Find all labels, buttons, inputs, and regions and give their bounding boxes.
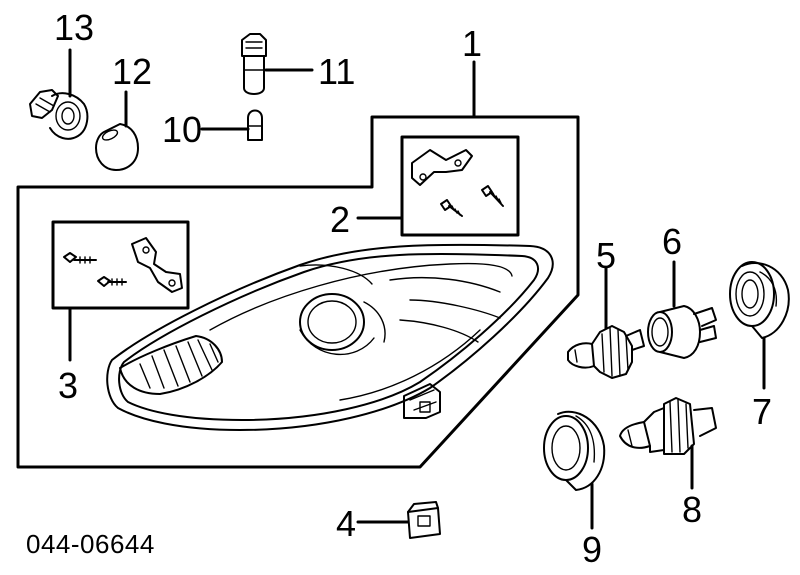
- part-4-clip: [407, 501, 441, 539]
- part-10-bulb: [247, 109, 263, 141]
- callout-6: 6: [662, 221, 682, 262]
- part-3-bracket-kit: [51, 220, 190, 310]
- callout-8: 8: [682, 489, 702, 530]
- part-8-bulb: [619, 397, 717, 455]
- diagram-code: 044-06644: [26, 529, 155, 559]
- callout-12: 12: [112, 51, 152, 92]
- callout-1: 1: [462, 23, 482, 64]
- part-5-bulb: [567, 325, 645, 379]
- callout-9: 9: [582, 529, 602, 570]
- callout-4: 4: [336, 503, 356, 544]
- part-7-cap: [729, 261, 790, 339]
- part-9-cap: [543, 410, 606, 491]
- callout-13: 13: [54, 7, 94, 48]
- part-13-socket: [29, 89, 89, 140]
- headlamp-housing: [106, 243, 554, 431]
- part-6-socket: [647, 305, 717, 359]
- part-11-bulb: [241, 33, 267, 95]
- callout-11: 11: [318, 51, 355, 92]
- callout-2: 2: [330, 199, 350, 240]
- assembly-frame: [16, 115, 580, 469]
- callout-5: 5: [596, 235, 616, 276]
- callout-10: 10: [162, 109, 202, 150]
- part-12-bulb: [95, 123, 139, 171]
- callout-7: 7: [752, 391, 772, 432]
- part-2-bracket-kit: [400, 135, 520, 237]
- callout-3: 3: [58, 365, 78, 406]
